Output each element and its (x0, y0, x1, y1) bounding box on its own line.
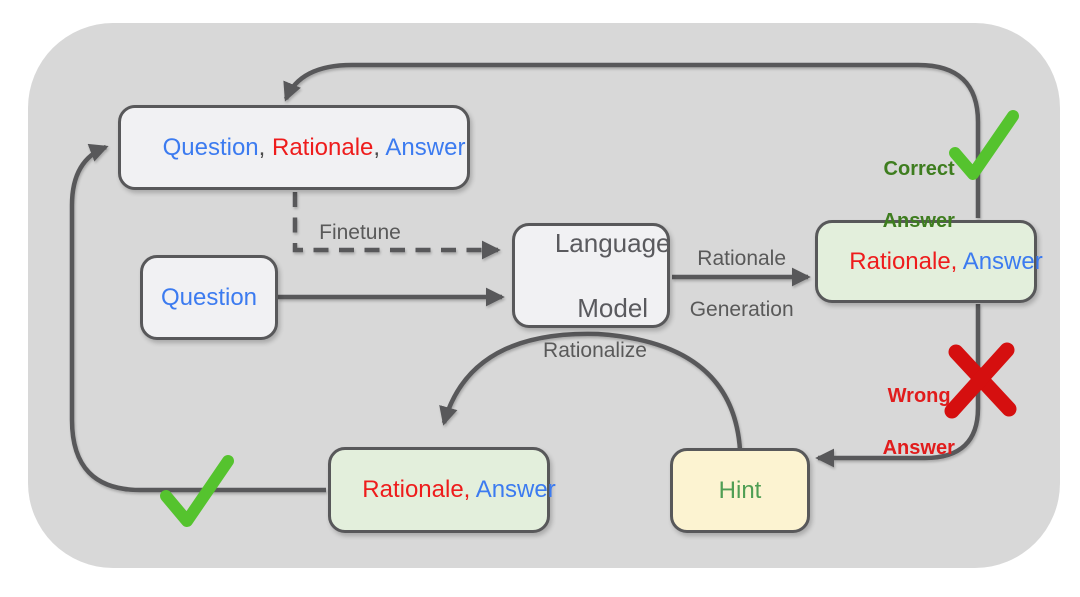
edge-wrong-to-hint (815, 304, 981, 468)
correct-answer-label: Correct Answer (858, 130, 958, 260)
token-rationale: Rationale, (849, 247, 963, 275)
language-model-line2: Model (577, 292, 649, 323)
wrong-answer-line1: Wrong (887, 385, 951, 407)
wrong-answer-line2: Answer (882, 437, 955, 459)
edge-bottom-left-loop (69, 143, 326, 493)
token-rationale: Rationale, (362, 476, 476, 503)
correct-check-icon (949, 110, 1019, 180)
language-model-line1: Language (554, 227, 671, 258)
token-comma: , (373, 133, 386, 161)
token-answer: Answer (385, 133, 466, 161)
node-question-rationale-answer: Question, Rationale, Answer (118, 105, 470, 190)
loop-check-icon (160, 455, 234, 527)
token-question: Question (162, 133, 259, 161)
node-rationale-answer-right: Rationale, Answer (815, 220, 1043, 303)
edge-correct-top-loop (283, 62, 981, 218)
rationalize-label: Rationalize (543, 339, 647, 362)
token-rationale: Rationale (271, 133, 374, 161)
node-rationale-answer-bottom: Rationale, Answer (328, 447, 556, 533)
rationale-generation-line1: Rationale (697, 247, 787, 271)
wrong-x-icon (944, 342, 1017, 419)
rationale-generation-line2: Generation (689, 297, 794, 321)
node-question: Question (140, 255, 278, 340)
finetune-label: Finetune (319, 221, 401, 244)
token-question: Question (160, 283, 258, 311)
edge-rationalize-arc (439, 331, 743, 451)
token-answer: Answer (475, 476, 556, 503)
correct-answer-line2: Answer (882, 210, 955, 232)
token-answer: Answer (962, 247, 1043, 275)
wrong-answer-label: Wrong Answer (858, 357, 958, 487)
token-hint: Hint (718, 476, 762, 504)
node-language-model: Language Model (512, 223, 671, 328)
edge-finetune-dashed (292, 192, 501, 260)
correct-answer-line1: Correct (883, 158, 955, 180)
token-comma: , (258, 133, 272, 161)
rationale-generation-label: Rationale Generation (666, 221, 794, 347)
node-hint: Hint (670, 448, 810, 533)
